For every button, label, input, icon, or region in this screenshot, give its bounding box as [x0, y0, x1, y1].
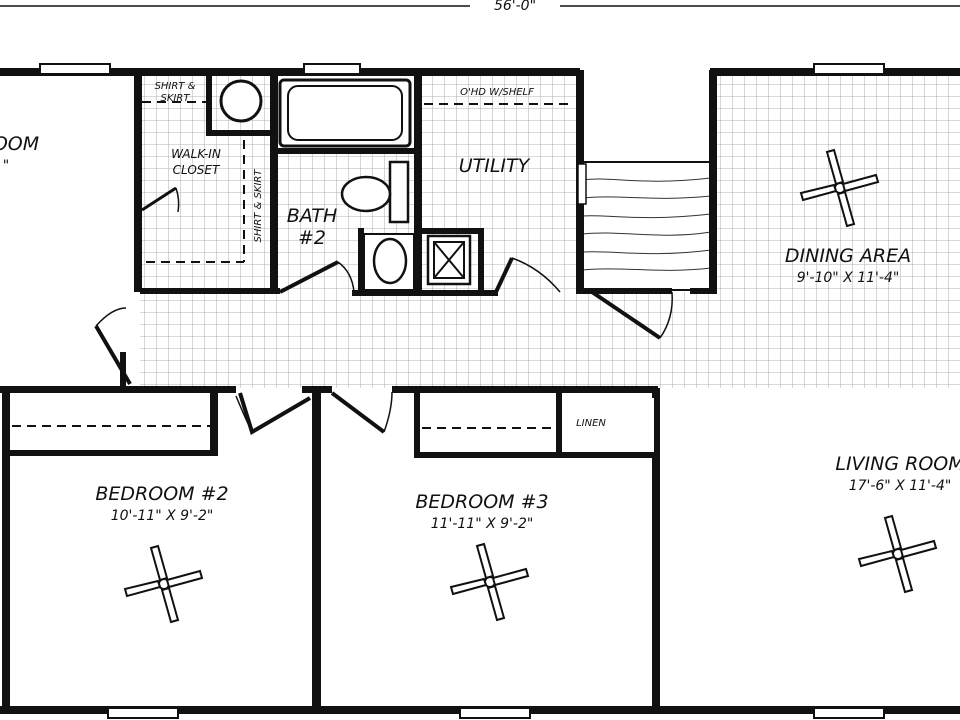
windows [39, 63, 885, 719]
countertop [577, 163, 587, 205]
wood-floor [582, 161, 712, 291]
utility-label: UTILITY [459, 155, 531, 177]
ceiling-fan-icon [450, 543, 529, 621]
dining-area-label: DINING AREA [785, 245, 911, 267]
linen-label: LINEN [576, 418, 606, 429]
master-room-label: OOM [0, 133, 39, 155]
bath-2-label-line1: BATH [287, 205, 338, 227]
bedroom-3-label: BEDROOM #3 [415, 491, 548, 513]
sink [363, 233, 415, 291]
bath-2-label-line2: #2 [298, 227, 326, 249]
overall-dimension-line: 56'-0" [0, 0, 960, 14]
bathtub [278, 78, 412, 148]
living-room-label: LIVING ROOM [835, 453, 960, 475]
overall-dimension: 56'-0" [494, 0, 536, 14]
water-heater [219, 79, 263, 123]
living-room-dimension: 17'-6" X 11'-4" [849, 478, 952, 494]
bedroom-3-dimension: 11'-11" X 9'-2" [431, 516, 534, 532]
ceiling-fan-icon [858, 515, 937, 593]
toilet [340, 160, 410, 224]
walk-in-closet-label-line1: WALK-IN [171, 147, 221, 161]
shirt-skirt-label-line1: SHIRT & [155, 81, 196, 92]
ceiling-fan-icon [124, 545, 203, 623]
dining-area-dimension: 9'-10" X 11'-4" [797, 270, 900, 286]
walk-in-closet-label-line2: CLOSET [173, 163, 221, 177]
washer-dryer-box [426, 234, 472, 286]
bedroom-2-label: BEDROOM #2 [95, 483, 228, 505]
doors [94, 186, 673, 436]
bedroom-2-dimension: 10'-11" X 9'-2" [111, 508, 214, 524]
shirt-skirt-label-line2: SKIRT [161, 93, 191, 104]
shelves [12, 101, 574, 429]
shirt-skirt-side-label: SHIRT & SKIRT [253, 169, 264, 243]
master-room-dimension: " [3, 158, 9, 174]
linen-closet [562, 398, 654, 452]
ohd-shelf-label: O'HD W/SHELF [460, 87, 534, 98]
